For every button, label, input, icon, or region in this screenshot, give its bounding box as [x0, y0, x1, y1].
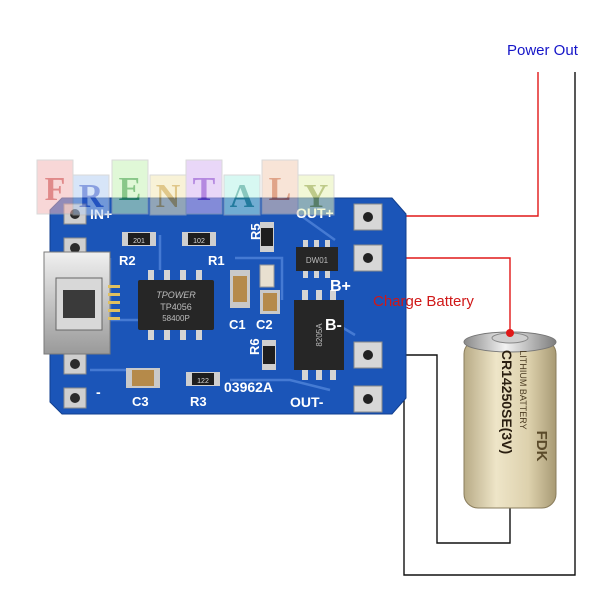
resistor-r6: [262, 340, 276, 370]
silk-c1: C1: [229, 317, 246, 332]
board-code: 03962A: [224, 379, 273, 395]
dw01-label: DW01: [306, 256, 329, 265]
watermark-letter: Y: [297, 174, 335, 216]
tp4056-code: 58400P: [162, 314, 190, 323]
terminal-pads: [353, 203, 383, 413]
micro-usb-port: [43, 251, 120, 355]
watermark-letter: A: [223, 174, 261, 216]
watermark-letter: N: [149, 174, 187, 216]
resistor-r3: 122: [186, 372, 220, 386]
svg-text:E: E: [119, 171, 142, 208]
resistor-r1: 102: [182, 232, 216, 246]
svg-text:F: F: [45, 171, 66, 208]
tp4056-brand: TPOWER: [156, 290, 196, 300]
silk-r1: R1: [208, 253, 225, 268]
svg-text:A: A: [230, 178, 255, 215]
silk-r5: R5: [248, 223, 263, 240]
watermark-letter: F: [36, 159, 74, 215]
svg-text:T: T: [193, 171, 216, 208]
watermark: F R E N T A L Y: [36, 159, 335, 216]
silk-r3: R3: [190, 394, 207, 409]
battery-positive-terminal: [506, 329, 514, 337]
resistor-r2: 201: [122, 232, 156, 246]
battery-type: LITHIUM BATTERY: [518, 350, 528, 429]
silk-out-minus: OUT-: [290, 394, 324, 410]
r1-code: 102: [193, 238, 205, 245]
silk-in-minus: -: [96, 384, 101, 400]
silk-b-plus: B+: [330, 278, 351, 295]
tp4056-chip: TPOWER TP4056 58400P: [138, 270, 214, 340]
wire-b-plus: [368, 257, 511, 333]
charge-battery-label: Charge Battery: [373, 293, 474, 310]
wire-out-plus: [368, 72, 539, 217]
dw01-chip: DW01: [296, 240, 338, 278]
watermark-letter: R: [72, 174, 110, 216]
capacitor-c2: [260, 290, 280, 314]
watermark-letter: L: [261, 159, 299, 215]
svg-text:Y: Y: [304, 178, 329, 215]
silk-c3: C3: [132, 394, 149, 409]
capacitor-c3: [126, 368, 160, 388]
battery-model: CR14250SE(3V): [499, 350, 515, 454]
wire-b-minus: [367, 354, 511, 544]
silk-b-minus: B-: [325, 317, 342, 334]
silk-c2: C2: [256, 317, 273, 332]
power-out-label: Power Out: [507, 42, 578, 59]
silk-r2: R2: [119, 253, 136, 268]
battery-brand: FDK: [533, 431, 550, 462]
svg-text:N: N: [156, 178, 181, 215]
mosfet-label: 8205A: [315, 323, 324, 347]
silk-r6: R6: [247, 338, 262, 355]
watermark-letter: T: [185, 159, 223, 215]
charger-board: TPOWER TP4056 58400P DW01 8205A: [43, 197, 407, 415]
svg-text:R: R: [79, 178, 104, 215]
capacitor-c1: [230, 270, 250, 308]
led-red: [259, 264, 275, 288]
battery: FDK LITHIUM BATTERY CR14250SE(3V): [463, 329, 557, 509]
tp4056-part: TP4056: [160, 302, 192, 312]
watermark-letter: E: [111, 159, 149, 215]
resistor-r5: [260, 222, 274, 252]
svg-text:L: L: [269, 171, 292, 208]
mosfet-8205a-chip: 8205A: [294, 290, 344, 380]
r3-code: 122: [197, 378, 209, 385]
r2-code: 201: [133, 238, 145, 245]
